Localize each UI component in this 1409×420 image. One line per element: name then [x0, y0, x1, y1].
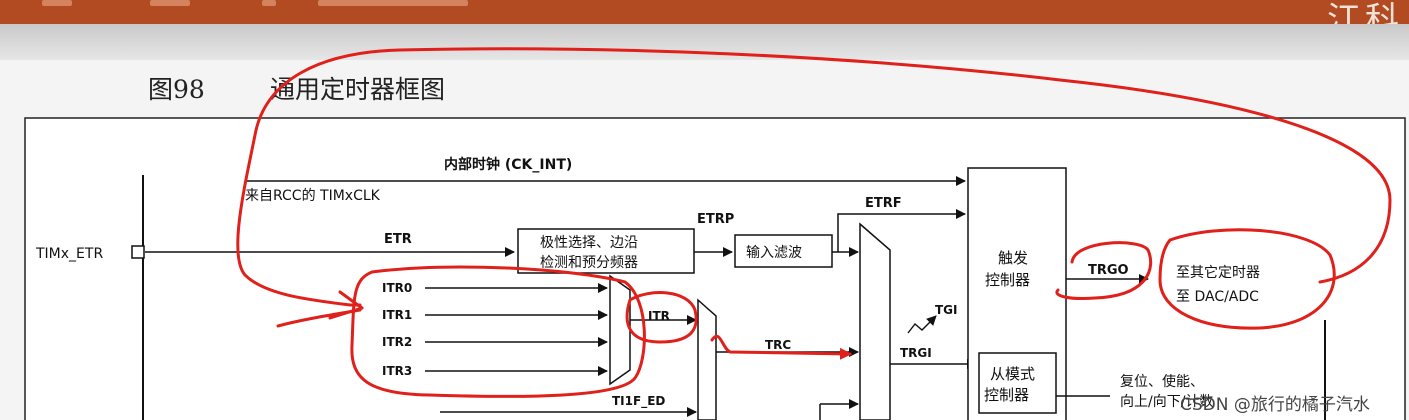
etrf-label: ETRF	[865, 196, 902, 211]
ck-int-label: 内部时钟 (CK_INT)	[444, 156, 572, 173]
reset-enable-line2: 向上/向下/计数	[1120, 394, 1213, 410]
trc-label: TRC	[765, 338, 791, 352]
red-itr-circle	[625, 291, 698, 344]
input-filter-box	[734, 234, 833, 268]
banner-decoration	[150, 0, 190, 6]
polarity-prescaler-box	[517, 228, 695, 274]
tgi-label: TGI	[935, 303, 958, 317]
trigger-select-mux	[859, 222, 891, 420]
trgo-label: TRGO	[1088, 263, 1129, 278]
red-itr-oval	[350, 265, 646, 398]
timx-etr-label: TIMx_ETR	[35, 246, 103, 262]
banner-decoration	[262, 0, 276, 6]
red-trc-arrow	[710, 334, 852, 360]
slave-controller-line1: 从模式	[990, 365, 1035, 383]
itr-label: ITR	[648, 309, 670, 323]
to-dac-adc-label: 至 DAC/ADC	[1176, 289, 1259, 305]
red-trgo-circle	[1055, 241, 1153, 300]
red-arrow-head-top	[338, 290, 364, 310]
red-output-oval	[1158, 228, 1336, 330]
itr1-label: ITR1	[382, 308, 412, 322]
itr0-label: ITR0	[382, 281, 412, 295]
etr-label: ETR	[384, 232, 412, 247]
red-feedback-loop	[236, 47, 1392, 307]
slave-controller-line2: 控制器	[984, 386, 1029, 404]
tgi-arrow	[907, 315, 937, 334]
trigger-controller-line2: 控制器	[985, 271, 1030, 289]
red-arrow-tail	[276, 308, 362, 328]
slave-mode-controller-box	[978, 352, 1057, 414]
polarity-box-line2: 检测和预分频器	[540, 255, 638, 271]
trigger-controller-line1: 触发	[998, 249, 1028, 267]
input-filter-label: 输入滤波	[746, 245, 802, 261]
reset-enable-line1: 复位、使能、	[1120, 373, 1204, 390]
etrf-line	[837, 209, 966, 252]
banner-decoration	[42, 0, 72, 6]
csdn-watermark: CSDN @旅行的橘子汽水	[1180, 395, 1370, 415]
itr-mux	[609, 274, 631, 386]
timx-etr-pin	[131, 245, 145, 259]
figure-number: 图98	[148, 75, 205, 104]
etrp-label: ETRP	[697, 212, 734, 227]
banner-decoration	[318, 0, 468, 6]
red-annotations	[236, 47, 1392, 398]
itr3-label: ITR3	[382, 364, 412, 378]
trgi-label: TRGI	[900, 346, 932, 360]
trc-mux	[697, 298, 717, 420]
ti1f-ed-label: TI1F_ED	[612, 394, 665, 409]
polarity-box-line1: 极性选择、边沿	[540, 235, 638, 251]
rcc-clock-label: 来自RCC的 TIMxCLK	[245, 188, 381, 204]
figure-title: 通用定时器框图	[270, 75, 446, 104]
itr2-label: ITR2	[382, 335, 412, 349]
to-other-timers-label: 至其它定时器	[1176, 264, 1260, 281]
